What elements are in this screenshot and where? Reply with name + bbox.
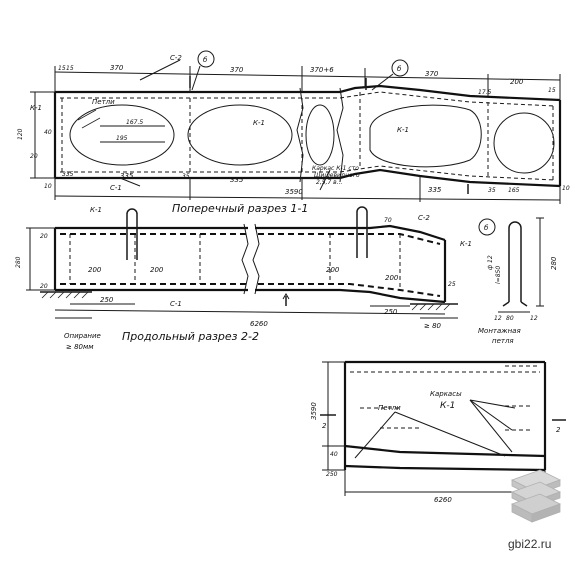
cross-dim-20a: 20 (40, 233, 48, 240)
plan-dim-120: 120 (17, 128, 24, 140)
loop-height: 280 (550, 256, 558, 270)
plan-k1-left: К-1 (30, 104, 42, 112)
loop-spec-length: l=850 (495, 266, 502, 284)
plan-dim-200: 200 (510, 78, 524, 86)
cross-opiranie: Опирание (64, 332, 101, 340)
cross-ge80: ≥ 80 (424, 322, 442, 330)
cross-section-view (26, 206, 458, 319)
cross-height: 280 (15, 256, 22, 268)
plan-dim-10b: 10 (562, 185, 570, 192)
plan-karkas-note-1: Каркас К-1 сто (312, 165, 359, 172)
longitudinal-section-title: Продольный разрез 2-2 (122, 330, 259, 343)
plan-k1-mid: К-1 (253, 119, 265, 127)
longitudinal-labels: 3590 Каркасы К-1 Петли 2 2 40 250 6260 (310, 390, 561, 504)
plan-k1-right: К-1 (397, 126, 409, 134)
plan-petli: Петли (92, 98, 115, 106)
long-dim-250: 250 (326, 471, 338, 478)
cross-section-title: Поперечный разрез 1-1 (172, 202, 308, 215)
cross-k1: К-1 (90, 206, 102, 214)
plan-dim-335d: 335 (428, 186, 442, 194)
loop-k1: К-1 (460, 240, 472, 248)
plan-dim-40: 40 (44, 129, 52, 136)
plan-c1-label: С-1 (110, 184, 122, 192)
plan-dim-335a: 335 (62, 171, 74, 178)
plan-view (30, 50, 562, 204)
loop-dim-12: 12 (494, 315, 502, 322)
cross-dim-200a: 200 (88, 266, 102, 274)
loop-circle-b: б (484, 224, 489, 232)
watermark-site[interactable]: gbi22.ru (508, 537, 551, 551)
plan-circle-b1: б (203, 56, 208, 64)
loop-spec-dia: ф 12 (487, 255, 494, 270)
cross-c2: С-2 (418, 214, 430, 222)
cross-opiranie-val: ≥ 80мм (66, 343, 94, 351)
long-total: 6260 (434, 496, 452, 504)
loop-detail (478, 217, 544, 313)
long-karkasy-k1: К-1 (440, 401, 455, 411)
plan-dim-335c: 335 (230, 176, 244, 184)
plan-dim-195: 195 (116, 135, 128, 142)
plan-dim-35a: 35 (182, 173, 190, 180)
plan-dim-15b: 15 (66, 65, 74, 72)
cross-dim-25: 25 (448, 281, 456, 288)
plan-dim-370b: 370 (230, 66, 244, 74)
plan-dim-17: 17.5 (478, 89, 492, 96)
loop-caption-2: петля (492, 337, 514, 345)
cross-dim-200b: 200 (150, 266, 164, 274)
plan-c2-label: С-2 (170, 54, 182, 62)
cross-labels: К-1 С-2 С-1 200 200 200 200 250 250 20 2… (15, 206, 456, 351)
watermark-logo: gbi22.ru (508, 469, 562, 551)
plan-dim-15c: 15 (548, 87, 556, 94)
cross-dim-20b: 20 (40, 283, 48, 290)
long-karkasy: Каркасы (430, 390, 462, 398)
plan-dim-370c: 370 (425, 70, 439, 78)
cross-dim-250b: 250 (384, 308, 398, 316)
loop-labels: б К-1 ф 12 l=850 280 12 80 12 Монтажная … (460, 224, 558, 345)
cross-dim-250a: 250 (100, 296, 114, 304)
loop-dim-12r: 12 (530, 315, 538, 322)
plan-labels: 15 15 370 370 370+6 370 200 15 С-2 б б К… (17, 54, 570, 196)
plan-total-width: 3590 (285, 188, 303, 196)
long-section-mark-left: 2 (322, 422, 327, 430)
long-section-mark-right: 2 (556, 426, 561, 434)
plan-dim-167: 167.5 (126, 119, 143, 126)
plan-karkas-note-2: Шишевидного (314, 172, 360, 179)
cross-total: 6260 (250, 320, 268, 328)
plan-dim-35b: 35 (488, 187, 496, 194)
cross-dim-200d: 200 (385, 274, 399, 282)
stacked-slabs-icon (510, 469, 562, 523)
plan-circle-b2: б (397, 65, 402, 73)
plan-dim-20: 20 (30, 153, 38, 160)
plan-dim-15a: 15 (58, 65, 66, 72)
cross-dim-70: 70 (384, 217, 392, 224)
loop-caption-1: Монтажная (478, 327, 521, 335)
plan-dim-370a: 370 (110, 64, 124, 72)
plan-karkas-note-3: 2,5,7 в... (316, 179, 343, 186)
loop-dim-80: 80 (506, 315, 514, 322)
plan-dim-335b: 335 (120, 172, 134, 180)
cross-c1: С-1 (170, 300, 182, 308)
plan-dim-370-6: 370+6 (310, 66, 334, 74)
plan-dim-165: 165 (508, 187, 520, 194)
long-dim-40: 40 (330, 451, 338, 458)
cross-dim-200c: 200 (326, 266, 340, 274)
plan-dim-10a: 10 (44, 183, 52, 190)
long-height: 3590 (310, 402, 318, 420)
long-petli: Петли (378, 404, 401, 412)
